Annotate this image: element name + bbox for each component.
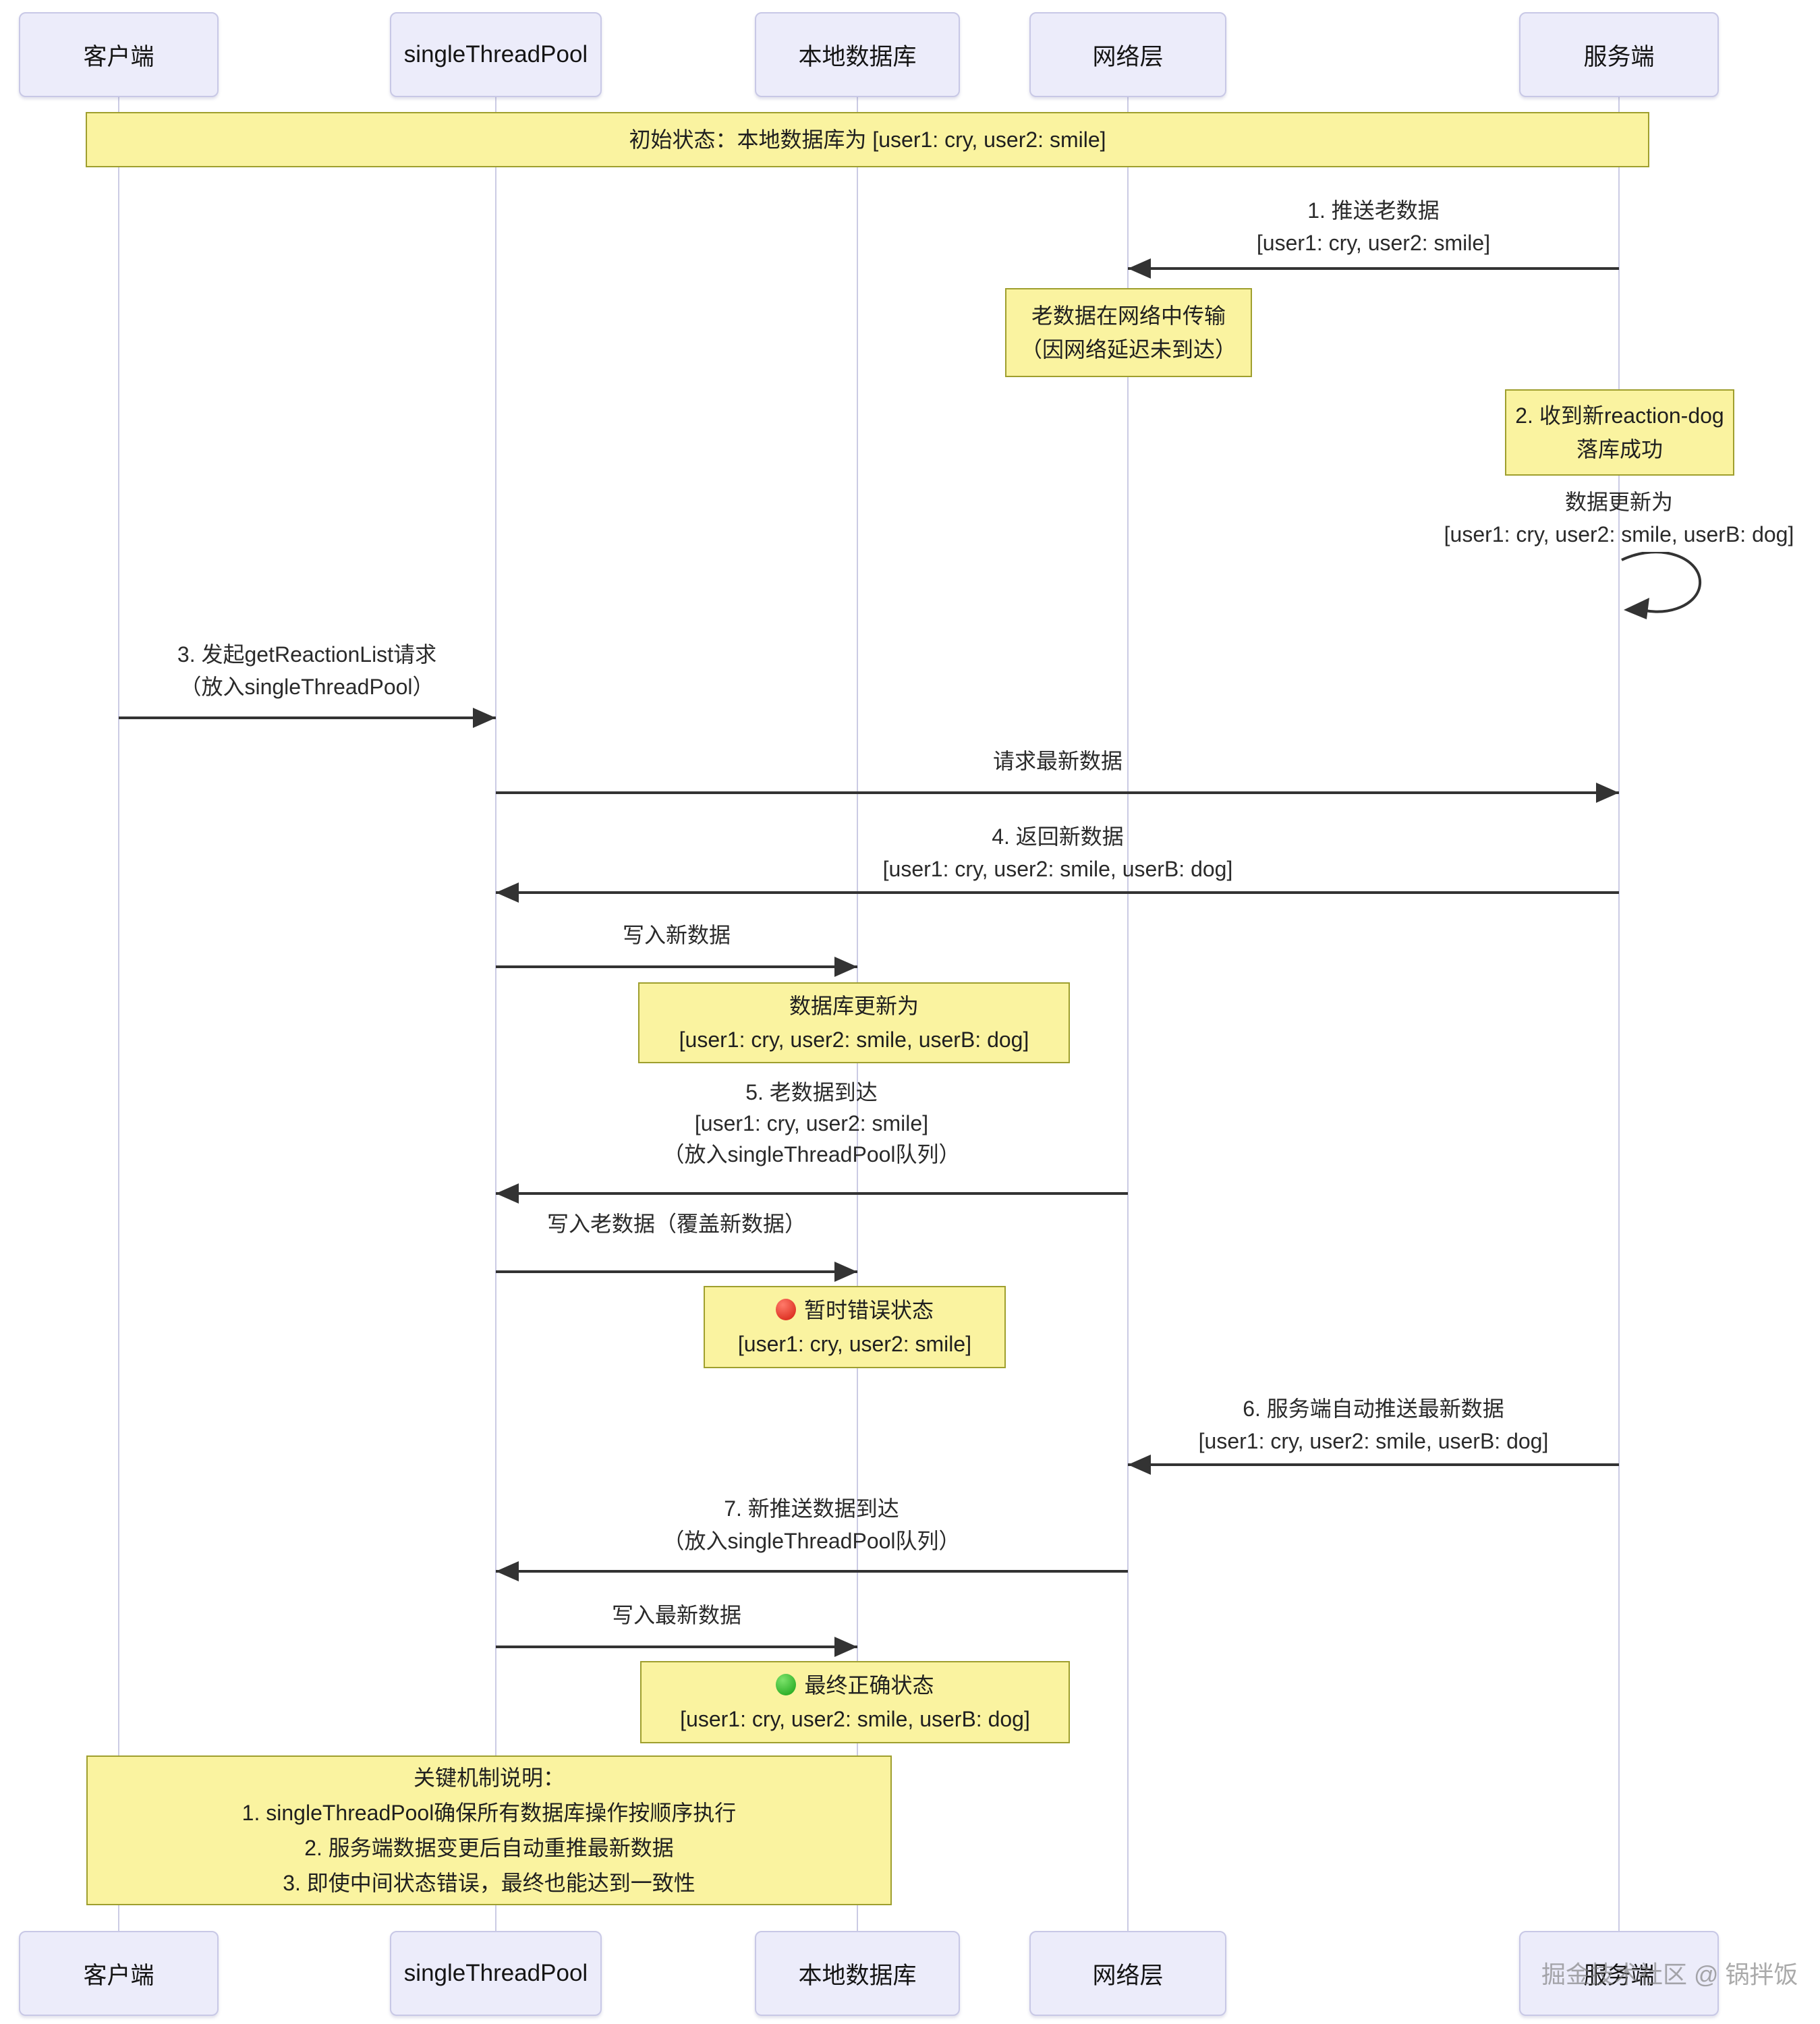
message-3-label: 3. 发起getReactionList请求 （放入singleThreadPo… (71, 638, 543, 703)
message-line: 3. 发起getReactionList请求 (177, 642, 437, 667)
actor-label: singleThreadPool (403, 1960, 588, 1986)
lifeline-server (1618, 97, 1620, 1933)
message-line: 6. 服务端自动推送最新数据 (1243, 1397, 1504, 1421)
actor-bottom-client: 客户端 (19, 1931, 219, 2016)
message-line: （放入singleThreadPool队列） (662, 1142, 961, 1166)
note-text: 暂时错误状态 (803, 1298, 934, 1322)
message-write-latest-arrow (496, 1637, 857, 1657)
self-loop-arrow (1621, 552, 1702, 619)
message-line: 数据更新为 (1564, 490, 1673, 514)
actor-label: 网络层 (1092, 1962, 1164, 1989)
note-line: 暂时错误状态 (775, 1293, 934, 1327)
note-line: 最终正确状态 (776, 1668, 934, 1702)
message-2-self-label: 数据更新为 [user1: cry, user2: smile, userB: … (1423, 486, 1815, 551)
message-line: 5. 老数据到达 (745, 1080, 878, 1104)
message-write-old-label: 写入老数据（覆盖新数据） (461, 1208, 892, 1240)
red-circle-icon (775, 1299, 796, 1320)
note-key-mechanism: 关键机制说明： 1. singleThreadPool确保所有数据库操作按顺序执… (86, 1755, 892, 1905)
actor-label: 服务端 (1583, 43, 1655, 70)
note-temp-error-state: 暂时错误状态 [user1: cry, user2: smile] (704, 1286, 1006, 1368)
message-line: （放入singleThreadPool队列） (662, 1529, 961, 1553)
note-db-updated: 数据库更新为 [user1: cry, user2: smile, userB:… (638, 982, 1070, 1063)
actor-bottom-local-db: 本地数据库 (755, 1931, 960, 2016)
note-network-transit: 老数据在网络中传输 （因网络延迟未到达） (1005, 288, 1252, 377)
actor-top-network: 网络层 (1029, 12, 1226, 97)
actor-bottom-singlethreadpool: singleThreadPool (390, 1931, 602, 2016)
message-5-arrow (496, 1183, 1128, 1204)
note-line: 关键机制说明： (413, 1766, 565, 1790)
message-write-old-arrow (496, 1262, 857, 1282)
note-server-received-dog: 2. 收到新reaction-dog 落库成功 (1505, 389, 1734, 476)
message-3-arrow (119, 708, 496, 728)
message-line: [user1: cry, user2: smile] (694, 1111, 929, 1135)
message-request-latest-arrow (496, 783, 1619, 803)
actor-label: 客户端 (83, 43, 154, 70)
actor-top-local-db: 本地数据库 (755, 12, 960, 97)
message-write-new-arrow (496, 957, 857, 977)
note-line: 初始状态：本地数据库为 [user1: cry, user2: smile] (629, 128, 1106, 152)
note-line: 数据库更新为 (789, 994, 919, 1018)
actor-label: 本地数据库 (798, 1962, 917, 1989)
note-line: 落库成功 (1576, 437, 1663, 461)
message-1-label: 1. 推送老数据 [user1: cry, user2: smile] (1117, 194, 1630, 259)
note-line: 1. singleThreadPool确保所有数据库操作按顺序执行 (241, 1801, 737, 1825)
message-line: （放入singleThreadPool） (179, 675, 434, 699)
message-line: [user1: cry, user2: smile, userB: dog] (1444, 522, 1794, 546)
message-line: 写入最新数据 (611, 1603, 741, 1627)
message-6-label: 6. 服务端自动推送最新数据 [user1: cry, user2: smile… (1097, 1393, 1650, 1457)
message-6-arrow (1128, 1455, 1619, 1475)
message-line: 写入新数据 (622, 923, 731, 947)
green-circle-icon (776, 1674, 797, 1695)
note-line: 2. 服务端数据变更后自动重推最新数据 (304, 1836, 674, 1860)
note-line: 2. 收到新reaction-dog (1515, 403, 1724, 428)
message-line: 1. 推送老数据 (1307, 198, 1440, 223)
actor-label: 网络层 (1092, 43, 1164, 70)
actor-label: singleThreadPool (403, 41, 588, 67)
note-initial-state: 初始状态：本地数据库为 [user1: cry, user2: smile] (86, 112, 1649, 167)
message-line: [user1: cry, user2: smile] (1256, 231, 1491, 255)
message-line: 写入老数据（覆盖新数据） (546, 1212, 806, 1236)
actor-label: 本地数据库 (798, 43, 917, 70)
message-line: 4. 返回新数据 (992, 824, 1124, 849)
note-line: 老数据在网络中传输 (1031, 304, 1226, 328)
message-5-label: 5. 老数据到达 [user1: cry, user2: smile] （放入s… (555, 1077, 1068, 1170)
message-line: [user1: cry, user2: smile, userB: dog] (1198, 1429, 1549, 1453)
actor-top-client: 客户端 (19, 12, 219, 97)
message-request-latest-label: 请求最新数据 (855, 745, 1260, 777)
note-line: [user1: cry, user2: smile, userB: dog] (680, 1707, 1030, 1731)
note-text: 最终正确状态 (804, 1673, 934, 1697)
message-line: 7. 新推送数据到达 (724, 1496, 899, 1521)
actor-bottom-network: 网络层 (1029, 1931, 1226, 2016)
watermark: 掘金技术社区 @ 锅拌饭 (1541, 1961, 1798, 1988)
note-line: （因网络延迟未到达） (1020, 337, 1236, 362)
message-write-new-label: 写入新数据 (508, 919, 845, 951)
message-line: [user1: cry, user2: smile, userB: dog] (882, 857, 1233, 881)
message-7-arrow (496, 1561, 1128, 1581)
message-4-label: 4. 返回新数据 [user1: cry, user2: smile, user… (801, 820, 1314, 885)
actor-label: 客户端 (83, 1962, 154, 1989)
actor-top-singlethreadpool: singleThreadPool (390, 12, 602, 97)
note-line: [user1: cry, user2: smile, userB: dog] (679, 1028, 1029, 1052)
actor-bottom-server: 服务端 (1519, 1931, 1719, 2016)
lifeline-singlethreadpool (495, 97, 496, 1933)
note-final-correct-state: 最终正确状态 [user1: cry, user2: smile, userB:… (640, 1661, 1070, 1743)
message-7-label: 7. 新推送数据到达 （放入singleThreadPool队列） (575, 1492, 1048, 1557)
actor-label: 服务端 (1583, 1962, 1655, 1989)
message-line: 请求最新数据 (992, 749, 1122, 773)
note-line: [user1: cry, user2: smile] (737, 1332, 972, 1356)
message-4-arrow (496, 882, 1619, 903)
message-write-latest-label: 写入最新数据 (508, 1599, 845, 1631)
note-line: 3. 即使中间状态错误，最终也能达到一致性 (283, 1871, 695, 1895)
lifeline-client (118, 97, 119, 1933)
message-1-arrow (1128, 258, 1619, 279)
lifeline-network (1127, 97, 1129, 1933)
actor-top-server: 服务端 (1519, 12, 1719, 97)
